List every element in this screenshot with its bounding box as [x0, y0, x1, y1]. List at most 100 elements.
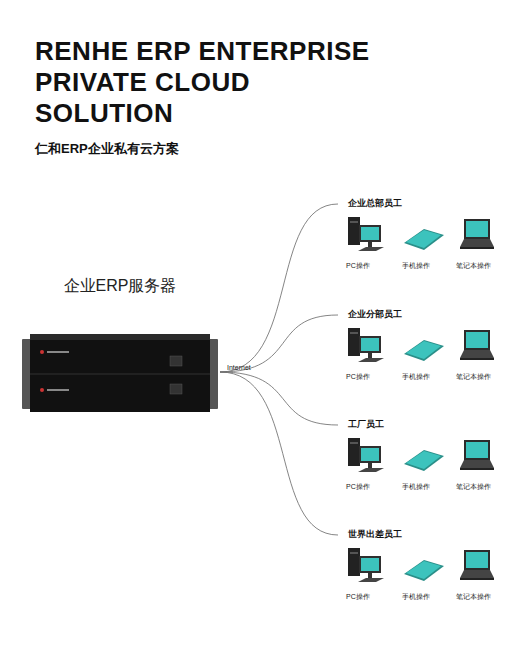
device-node: 手机操作	[402, 542, 448, 604]
device-label: 笔记本操作	[456, 261, 502, 271]
device-node: 手机操作	[402, 211, 448, 273]
icon-part	[30, 374, 210, 375]
network-connector	[220, 204, 338, 372]
icon-part	[47, 389, 69, 391]
device-label: 笔记本操作	[456, 592, 502, 602]
group-heading: 世界出差员工	[348, 528, 402, 541]
pc-icon	[346, 546, 388, 586]
icon-part	[359, 336, 381, 353]
icon-part	[358, 358, 384, 362]
device-label: 笔记本操作	[456, 482, 502, 492]
icon-part	[348, 217, 360, 245]
icon-part	[460, 239, 494, 247]
pc-icon	[346, 215, 388, 255]
laptop-icon	[456, 326, 498, 366]
laptop-icon	[456, 215, 498, 255]
icon-part	[466, 442, 488, 458]
icon-part	[359, 556, 381, 573]
group-heading: 企业总部员工	[348, 197, 402, 210]
device-node: 手机操作	[402, 322, 448, 384]
icon-part	[466, 221, 488, 237]
device-node: PC操作	[346, 542, 392, 604]
icon-part	[466, 552, 488, 568]
laptop-icon	[456, 546, 498, 586]
device-label: 手机操作	[402, 592, 448, 602]
icon-part	[348, 328, 360, 356]
employee-group: 企业总部员工PC操作手机操作笔记本操作	[338, 195, 508, 279]
tablet-icon	[402, 326, 444, 366]
laptop-icon	[456, 436, 498, 476]
subtitle: 仁和ERP企业私有云方案	[35, 140, 179, 158]
employee-group: 世界出差员工 PC操作手机操作笔记本操作	[338, 526, 508, 610]
device-node: PC操作	[346, 322, 392, 384]
pc-icon	[346, 326, 388, 366]
icon-part	[30, 334, 210, 412]
icon-part	[361, 558, 379, 571]
icon-part	[464, 440, 490, 460]
network-connector	[220, 372, 338, 425]
icon-part	[406, 561, 441, 579]
icon-part	[466, 332, 488, 348]
icon-part	[30, 334, 210, 340]
device-label: PC操作	[346, 372, 392, 382]
tablet-icon	[402, 436, 444, 476]
employee-group: 工厂员工 PC操作手机操作笔记本操作	[338, 416, 508, 500]
icon-part	[170, 356, 182, 366]
device-label: 手机操作	[402, 372, 448, 382]
icon-part	[406, 451, 441, 469]
icon-part	[460, 460, 494, 468]
icon-part	[47, 351, 69, 353]
icon-part	[404, 450, 444, 471]
icon-part	[350, 221, 358, 223]
device-node: PC操作	[346, 211, 392, 273]
icon-part	[406, 341, 441, 359]
icon-part	[348, 548, 360, 576]
icon-part	[361, 448, 379, 461]
icon-part	[368, 573, 372, 578]
icon-part	[358, 468, 384, 472]
device-label: PC操作	[346, 592, 392, 602]
group-heading: 工厂员工	[348, 418, 384, 431]
icon-part	[460, 578, 494, 580]
icon-part	[350, 332, 358, 334]
icon-part	[361, 227, 379, 240]
device-node: 笔记本操作	[456, 322, 502, 384]
icon-part	[359, 225, 381, 242]
icon-part	[404, 560, 444, 581]
employee-group: 企业分部员工PC操作手机操作笔记本操作	[338, 306, 508, 390]
server-node: 企业ERP服务器	[20, 276, 220, 416]
icon-part	[464, 550, 490, 570]
icon-part	[40, 350, 44, 354]
device-node: 笔记本操作	[456, 432, 502, 494]
tablet-icon	[402, 215, 444, 255]
icon-part	[406, 230, 441, 248]
tablet-icon	[402, 546, 444, 586]
icon-part	[348, 438, 360, 466]
icon-part	[368, 463, 372, 468]
device-node: 手机操作	[402, 432, 448, 494]
icon-part	[350, 552, 358, 554]
icon-part	[404, 229, 444, 250]
network-connector	[220, 372, 338, 535]
icon-part	[404, 340, 444, 361]
network-connector	[220, 315, 338, 372]
icon-part	[460, 358, 494, 360]
icon-part	[359, 446, 381, 463]
server-label: 企业ERP服务器	[20, 276, 220, 297]
icon-part	[464, 219, 490, 239]
pc-icon	[346, 436, 388, 476]
icon-part	[358, 578, 384, 582]
icon-part	[368, 242, 372, 247]
icon-part	[368, 353, 372, 358]
icon-part	[460, 570, 494, 578]
device-label: 笔记本操作	[456, 372, 502, 382]
icon-part	[350, 442, 358, 444]
device-label: 手机操作	[402, 482, 448, 492]
icon-part	[460, 468, 494, 470]
icon-part	[361, 338, 379, 351]
icon-part	[358, 247, 384, 251]
title: RENHE ERP ENTERPRISE PRIVATE CLOUD SOLUT…	[35, 36, 380, 129]
device-label: PC操作	[346, 482, 392, 492]
server-illustration	[20, 334, 220, 414]
icon-part	[464, 330, 490, 350]
